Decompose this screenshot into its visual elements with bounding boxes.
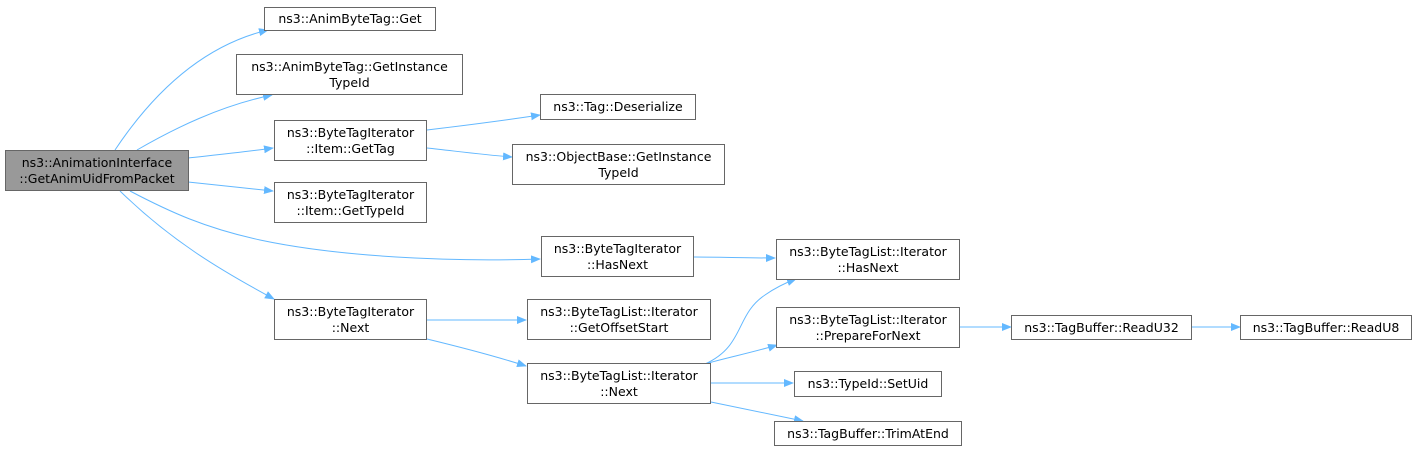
node-type-id-set-uid[interactable]: ns3::TypeId::SetUid — [794, 371, 942, 397]
node-label-line1: ns3::ByteTagIterator — [286, 303, 415, 319]
edge-btl-next-to-btl-hasnext — [704, 278, 797, 365]
node-label-line2: TypeId — [329, 74, 370, 90]
node-byte-tag-list-iterator-get-offset-start[interactable]: ns3::ByteTagList::Iterator ::GetOffsetSt… — [527, 299, 711, 340]
edge-gettag-to-deserialize — [426, 112, 541, 131]
node-label-line2: ::Item::GetTypeId — [296, 202, 405, 218]
node-tag-buffer-read-u32[interactable]: ns3::TagBuffer::ReadU32 — [1011, 315, 1192, 340]
node-byte-tag-iterator-item-get-tag[interactable]: ns3::ByteTagIterator ::Item::GetTag — [274, 120, 427, 161]
node-byte-tag-list-iterator-next[interactable]: ns3::ByteTagList::Iterator ::Next — [527, 363, 711, 404]
edge-root-to-anim-getinstance — [136, 92, 273, 151]
node-label-line1: ns3::ByteTagIterator — [553, 240, 682, 256]
edge-gettag-to-getinstance — [426, 147, 513, 161]
edge-btl-next-to-trimatend — [710, 401, 804, 424]
node-label-line1: ns3::ByteTagList::Iterator — [789, 311, 947, 327]
node-anim-byte-tag-get[interactable]: ns3::AnimByteTag::Get — [264, 7, 436, 31]
node-tag-deserialize[interactable]: ns3::Tag::Deserialize — [540, 94, 696, 120]
node-label-line2: TypeId — [598, 164, 639, 180]
node-byte-tag-iterator-item-get-type-id[interactable]: ns3::ByteTagIterator ::Item::GetTypeId — [274, 182, 427, 223]
node-label-line2: ::PrepareForNext — [815, 327, 921, 343]
edge-bti-hasnext-to-btl-hasnext — [693, 253, 776, 262]
node-anim-byte-tag-get-instance-type-id[interactable]: ns3::AnimByteTag::GetInstance TypeId — [236, 54, 463, 95]
node-label-line2: ::HasNext — [586, 256, 649, 272]
node-label: ns3::TagBuffer::TrimAtEnd — [787, 425, 949, 441]
node-label-line1: ns3::ByteTagList::Iterator — [540, 303, 698, 319]
node-label-line2: ::HasNext — [837, 259, 899, 275]
node-label: ns3::Tag::Deserialize — [553, 99, 683, 114]
node-label: ns3::TagBuffer::ReadU8 — [1252, 319, 1400, 335]
edge-root-to-item-gettag — [187, 145, 274, 159]
node-label-line1: ns3::ByteTagList::Iterator — [540, 367, 698, 383]
node-tag-buffer-read-u8[interactable]: ns3::TagBuffer::ReadU8 — [1240, 315, 1412, 340]
node-label-line2: ::Item::GetTag — [306, 140, 395, 156]
node-label-line1: ns3::ObjectBase::GetInstance — [525, 148, 712, 164]
node-byte-tag-list-iterator-prepare-for-next[interactable]: ns3::ByteTagList::Iterator ::PrepareForN… — [776, 307, 960, 348]
edge-root-to-bti-hasnext — [129, 190, 541, 264]
node-label-line2: ::GetOffsetStart — [569, 319, 669, 335]
node-object-base-get-instance-type-id[interactable]: ns3::ObjectBase::GetInstance TypeId — [512, 144, 725, 185]
node-label-line1: ns3::ByteTagIterator — [286, 186, 415, 202]
node-byte-tag-iterator-has-next[interactable]: ns3::ByteTagIterator ::HasNext — [541, 236, 694, 277]
node-label-line2: ::Next — [331, 319, 370, 335]
node-label-line1: ns3::ByteTagIterator — [286, 124, 415, 140]
node-label-line2: ::GetAnimUidFromPacket — [19, 170, 175, 186]
node-tag-buffer-trim-at-end[interactable]: ns3::TagBuffer::TrimAtEnd — [774, 421, 962, 446]
node-label-line1: ns3::AnimationInterface — [21, 154, 173, 170]
node-label: ns3::TagBuffer::ReadU32 — [1024, 319, 1179, 335]
node-label: ns3::TypeId::SetUid — [807, 376, 929, 391]
edge-btl-next-to-preparefornext — [704, 343, 778, 365]
node-label-line1: ns3::AnimByteTag::GetInstance — [251, 58, 448, 74]
node-byte-tag-iterator-next[interactable]: ns3::ByteTagIterator ::Next — [274, 299, 427, 340]
edge-root-to-item-gettypeid — [187, 181, 274, 195]
node-label: ns3::AnimByteTag::Get — [278, 11, 422, 26]
node-label-line1: ns3::ByteTagList::Iterator — [789, 243, 947, 259]
node-label-line2: ::Next — [600, 383, 638, 399]
edge-root-to-anim-get — [114, 28, 269, 151]
node-animation-interface-get-anim-uid[interactable]: ns3::AnimationInterface ::GetAnimUidFrom… — [5, 150, 189, 191]
edge-root-to-bti-next — [119, 190, 275, 300]
edge-bti-next-to-btl-next — [426, 338, 527, 368]
node-byte-tag-list-iterator-has-next[interactable]: ns3::ByteTagList::Iterator ::HasNext — [776, 239, 960, 280]
